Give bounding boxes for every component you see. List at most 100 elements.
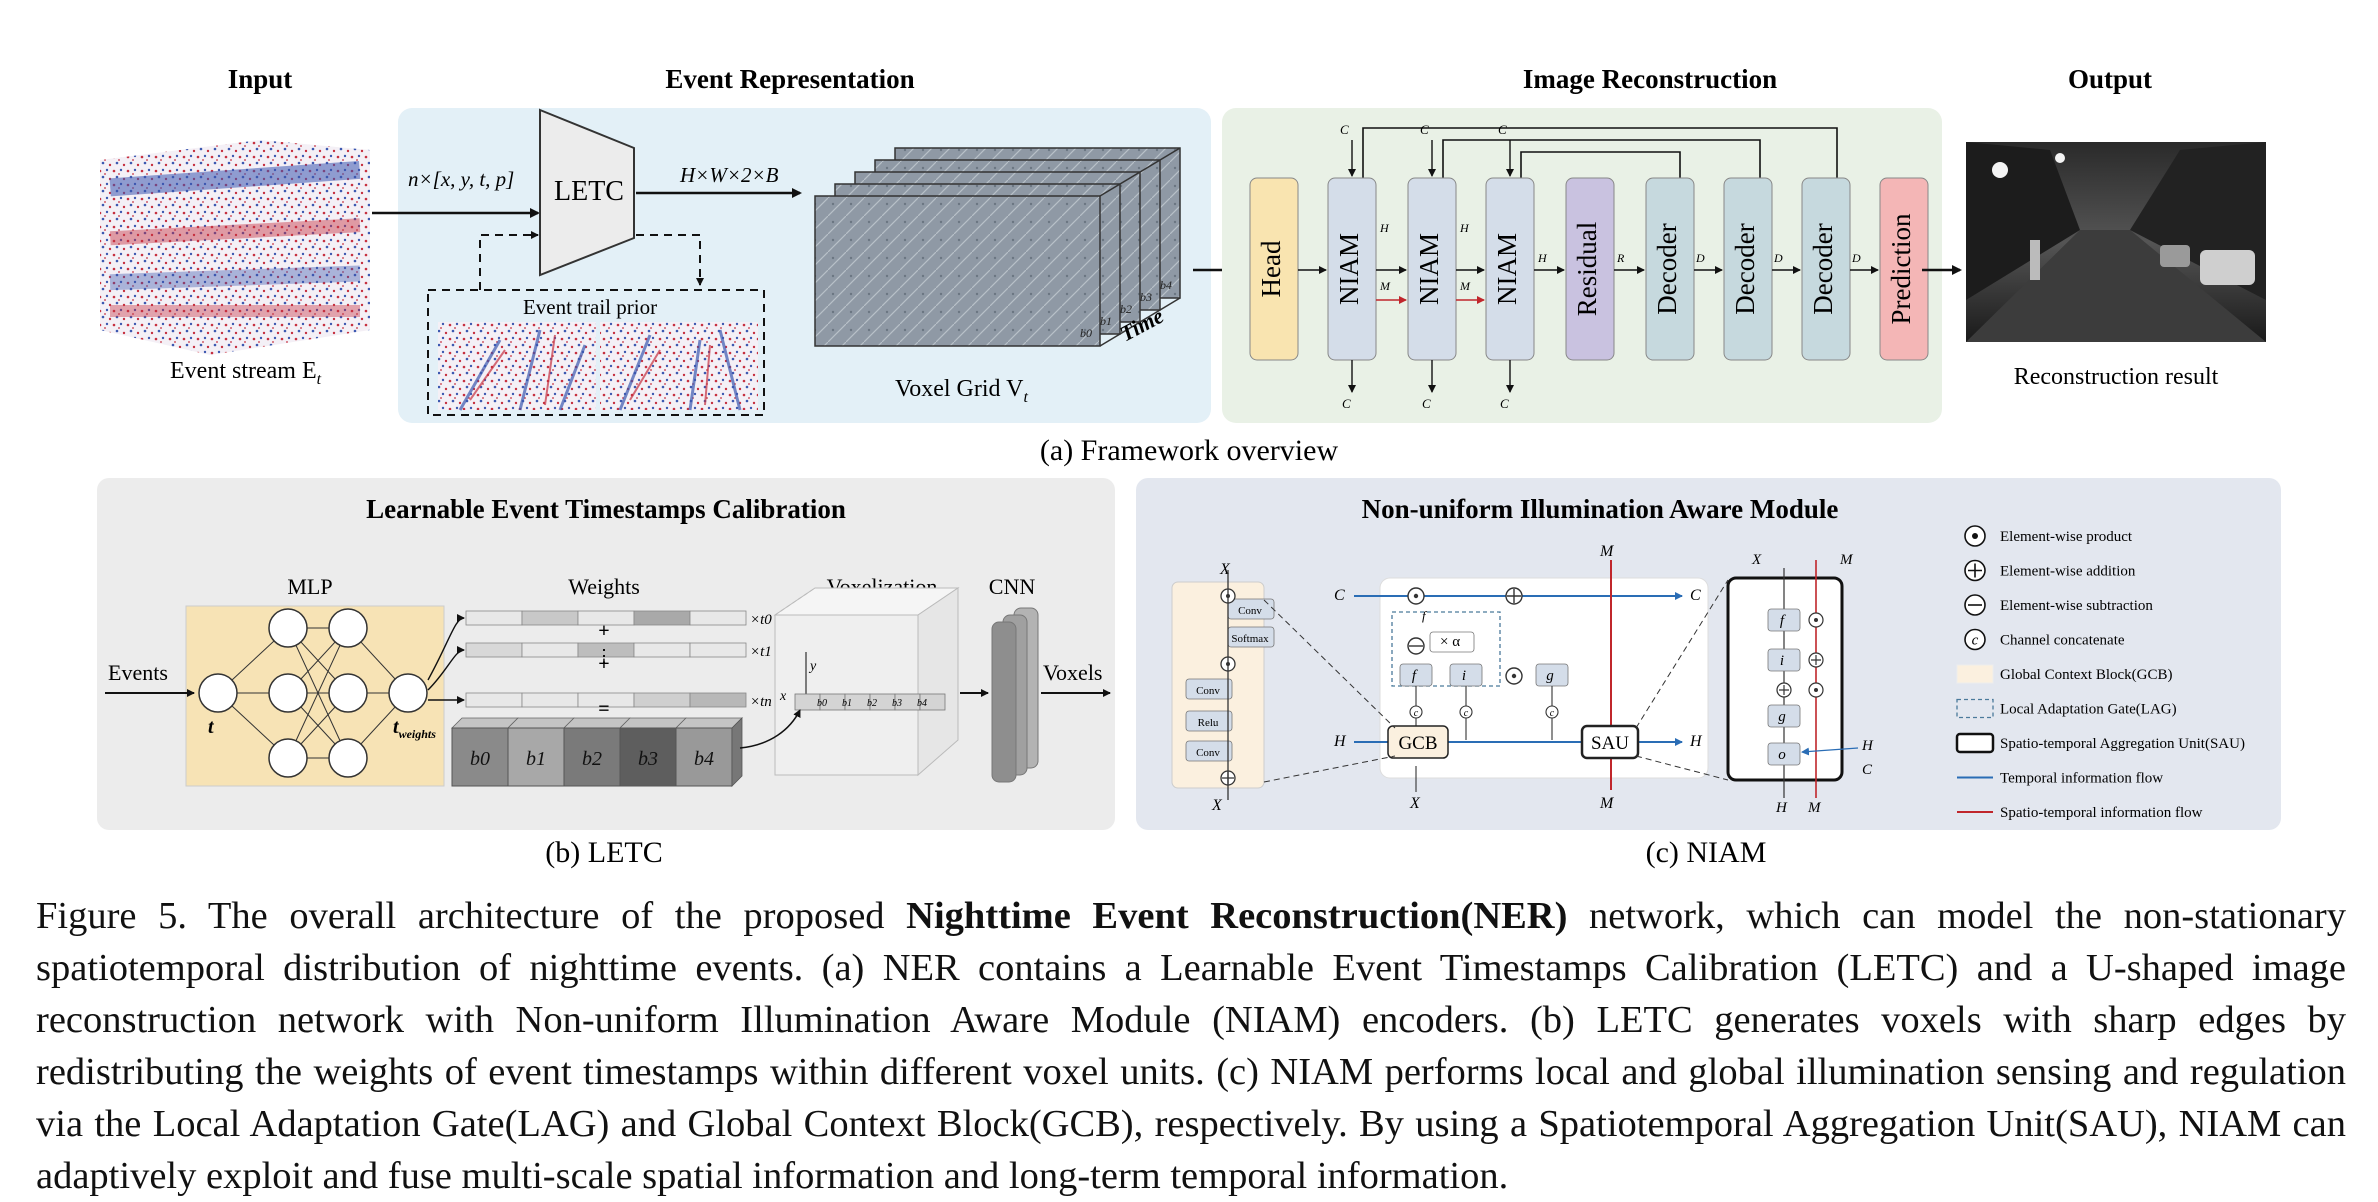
- weight-op: =: [598, 698, 609, 720]
- panel-c-caption: (c) NIAM: [1646, 836, 1767, 869]
- caption-rest: network, which can model the non-station…: [36, 895, 2346, 1197]
- legend-label: Element-wise addition: [2000, 564, 2136, 580]
- mlp-label: MLP: [287, 574, 332, 599]
- state-label-bottom: C: [1342, 396, 1351, 411]
- niam-panel-title: Non-uniform Illumination Aware Module: [1362, 494, 1839, 524]
- figure: Input Event Representation Image Reconst…: [97, 64, 2281, 869]
- bin-block: [507, 727, 565, 787]
- weight-cell: [465, 610, 523, 626]
- gate-label: f: [1412, 668, 1418, 684]
- flow-label: H: [1379, 221, 1390, 235]
- bins-to-voxel-arrow: [739, 709, 801, 749]
- mlp-network: [198, 608, 465, 778]
- panel-a-caption: (a) Framework overview: [1040, 434, 1339, 467]
- voxels-label: Voxels: [1043, 660, 1103, 685]
- gcb-layer-label: Softmax: [1231, 633, 1269, 645]
- voxel-shape-label: H×W×2×B: [679, 163, 779, 187]
- legend-add-mark: [1968, 563, 1982, 578]
- mlp-output-node-label: tweights: [393, 716, 436, 741]
- weight-cell: [633, 692, 691, 708]
- weights-label: Weights: [568, 574, 640, 599]
- voxel-grid-label: Voxel Grid Vt: [895, 376, 1028, 406]
- block-label: Head: [1256, 240, 1286, 297]
- flow-label: R: [1616, 251, 1625, 265]
- bin-top: [563, 717, 631, 729]
- block-label: Prediction: [1886, 213, 1916, 324]
- add-op-mark: [1779, 685, 1789, 695]
- voxel-cell-label: b0: [817, 698, 827, 709]
- mlp-node: [268, 608, 308, 648]
- gcb-layer: [1185, 678, 1233, 700]
- reconstruction-result-image: [1966, 142, 2266, 342]
- sau-c-label: C: [1862, 762, 1873, 778]
- sau-gate-label: o: [1778, 747, 1786, 763]
- sau-gate-i: [1767, 648, 1801, 672]
- weight-cell: [521, 610, 579, 626]
- bin-block: [675, 727, 733, 787]
- legend-label: Spatio-temporal information flow: [2000, 805, 2203, 821]
- gcb-layer-label: Conv: [1238, 605, 1262, 617]
- cell-in-label: C: [1334, 587, 1345, 604]
- event-trail-prior-box: [427, 289, 765, 416]
- zoom-line: [1263, 755, 1396, 783]
- state-label-top: C: [1498, 122, 1507, 137]
- legend-gcb-swatch: [1956, 664, 1994, 684]
- skip-connection: [1520, 151, 1681, 178]
- product-dot: [1814, 688, 1818, 692]
- memory-in-label: M: [1599, 543, 1615, 560]
- mlp-node: [328, 673, 368, 713]
- sau-m-out-label: M: [1807, 800, 1822, 816]
- block-residual: [1565, 177, 1615, 361]
- bin-top: [451, 717, 519, 729]
- sau-detail-box: [1726, 576, 1844, 782]
- product-dot: [1511, 673, 1517, 679]
- legend-label: Local Adaptation Gate(LAG): [2000, 702, 2177, 718]
- voxel-cell-label: b1: [842, 698, 852, 709]
- f-star-label: f: [1422, 608, 1428, 623]
- block-label: Decoder: [1808, 223, 1838, 314]
- voxel-bin-label: b4: [1160, 278, 1172, 292]
- gcb-block: [1387, 725, 1449, 759]
- voxel-cell-label: b2: [867, 698, 877, 709]
- panel-c: Non-uniform Illumination Aware Module Co…: [1136, 478, 2281, 869]
- sau-gate-g: [1767, 704, 1801, 728]
- voxel-bin-label: b3: [1140, 290, 1152, 304]
- gcb-layer: [1185, 710, 1233, 732]
- voxel-bin-label: b0: [1080, 326, 1092, 340]
- block-label: NIAM: [1492, 233, 1522, 305]
- event-trail-prior-label: Event trail prior: [523, 295, 657, 319]
- skip-connection: [1362, 127, 1838, 178]
- bin-top: [675, 717, 743, 729]
- panel-b-caption: (b) LETC: [545, 836, 662, 869]
- time-multiplier: ×tn: [750, 694, 772, 710]
- event-stream-cube: [100, 140, 370, 355]
- x-in-label: X: [1409, 795, 1421, 812]
- bin-label: b0: [470, 748, 490, 770]
- flow-label: D: [1695, 251, 1705, 265]
- bin-block: [619, 727, 677, 787]
- zoom-line: [1635, 579, 1729, 729]
- weight-cell: [521, 642, 579, 658]
- gcb-layer-label: Relu: [1198, 717, 1219, 729]
- block-label: Decoder: [1730, 223, 1760, 314]
- output-title: Output: [2068, 64, 2152, 94]
- block-label: Residual: [1572, 222, 1602, 317]
- gcb-label: GCB: [1398, 733, 1437, 754]
- bin-label: b4: [694, 748, 714, 770]
- sau-h-out-label: H: [1775, 800, 1788, 816]
- flow-label: D: [1851, 251, 1861, 265]
- gcb-layer-label: Conv: [1196, 685, 1220, 697]
- legend-product-dot: [1972, 533, 1978, 539]
- voxel-cell: [919, 693, 946, 711]
- hidden-out-label: H: [1689, 733, 1703, 750]
- flow-label: H: [1537, 251, 1548, 265]
- legend-label: Spatio-temporal Aggregation Unit(SAU): [2000, 736, 2245, 752]
- legend-label: Element-wise subtraction: [2000, 598, 2153, 614]
- sau-h-in-arrow: [1801, 747, 1859, 756]
- gcb-input-label: X: [1219, 561, 1231, 578]
- legend-concat-icon: [1964, 628, 1986, 651]
- state-label-top: C: [1420, 122, 1429, 137]
